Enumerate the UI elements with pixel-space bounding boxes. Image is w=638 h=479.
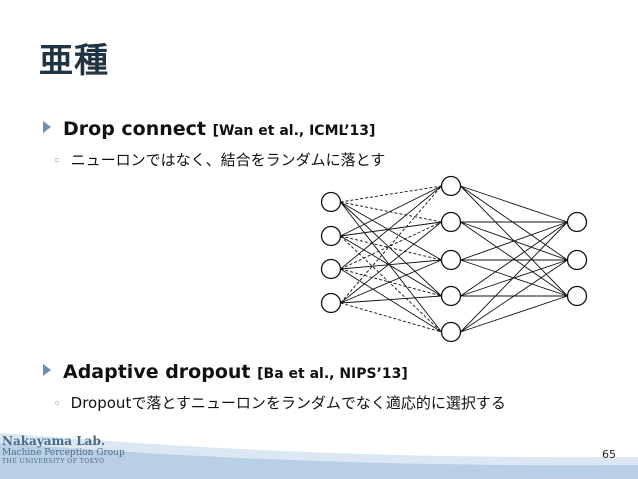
bullet-citation: [Ba et al., NIPS’13] xyxy=(257,366,408,382)
lab-name: Nakayama Lab. xyxy=(2,434,106,448)
neuron-node xyxy=(440,175,462,197)
bullet-citation: [Wan et al., ICML’13] xyxy=(212,123,376,139)
sub-bullet-text: Dropoutで落とすニューロンをランダムでなく適応的に選択する xyxy=(70,394,506,412)
neuron-node xyxy=(320,292,342,314)
connection xyxy=(460,295,568,333)
neuron-node xyxy=(440,249,462,271)
dropped-connection xyxy=(340,185,442,203)
connection xyxy=(460,221,568,333)
neuron-node xyxy=(566,285,588,307)
connection xyxy=(340,201,442,297)
neuron-node xyxy=(566,249,588,271)
connection xyxy=(340,295,442,304)
neuron-node xyxy=(566,211,588,233)
dropped-connection xyxy=(340,221,442,270)
sub-bullet-circle-icon: ◦ xyxy=(53,154,61,169)
connection xyxy=(340,259,442,304)
neuron-node xyxy=(320,258,342,280)
lab-university: THE UNIVERSITY OF TOKYO xyxy=(2,458,105,465)
bullet-arrow-icon xyxy=(43,121,51,133)
dropped-connection xyxy=(340,185,442,304)
dropped-connection xyxy=(340,201,442,223)
connection xyxy=(460,185,568,261)
lab-logo: Nakayama Lab. Machine Perception Group T… xyxy=(2,434,125,465)
page-number: 65 xyxy=(602,448,616,461)
connection xyxy=(340,185,442,270)
bullet-drop-connect: Drop connect [Wan et al., ICML’13] xyxy=(43,118,375,140)
connection xyxy=(460,221,568,261)
lab-group: Machine Perception Group xyxy=(2,448,125,458)
connection xyxy=(340,185,442,237)
bullet-arrow-icon xyxy=(43,364,51,376)
footer-wave xyxy=(0,433,638,479)
dropped-connection xyxy=(340,268,442,297)
bullet-heading: Adaptive dropout xyxy=(63,361,251,383)
connection xyxy=(340,201,442,333)
dropped-connection xyxy=(340,235,442,261)
connection xyxy=(460,259,568,297)
neuron-node xyxy=(440,211,462,233)
slide-title: 亜種 xyxy=(39,41,109,81)
neuron-node xyxy=(440,321,462,343)
sub-bullet-circle-icon: ◦ xyxy=(53,397,61,412)
sub-bullet-text: ニューロンではなく、結合をランダムに落とす xyxy=(70,151,386,169)
neural-network-diagram xyxy=(320,175,588,343)
bullet-heading: Drop connect xyxy=(63,118,207,140)
bullet-adaptive-dropout: Adaptive dropout [Ba et al., NIPS’13] xyxy=(43,361,408,383)
connection xyxy=(340,201,442,261)
connection xyxy=(340,259,442,270)
connection xyxy=(340,268,442,333)
connection xyxy=(340,235,442,297)
connection xyxy=(460,221,568,297)
connection xyxy=(460,259,568,333)
neuron-node xyxy=(320,225,342,247)
sub-bullet-drop-connect: ◦ ニューロンではなく、結合をランダムに落とす xyxy=(53,149,385,170)
neuron-node xyxy=(320,191,342,213)
dropped-connection xyxy=(340,235,442,333)
connection xyxy=(460,185,568,223)
neuron-node xyxy=(440,285,462,307)
sub-bullet-adaptive-dropout: ◦ Dropoutで落とすニューロンをランダムでなく適応的に選択する xyxy=(53,392,506,413)
connection xyxy=(340,221,442,237)
dropped-connection xyxy=(340,302,442,333)
connection xyxy=(340,221,442,304)
